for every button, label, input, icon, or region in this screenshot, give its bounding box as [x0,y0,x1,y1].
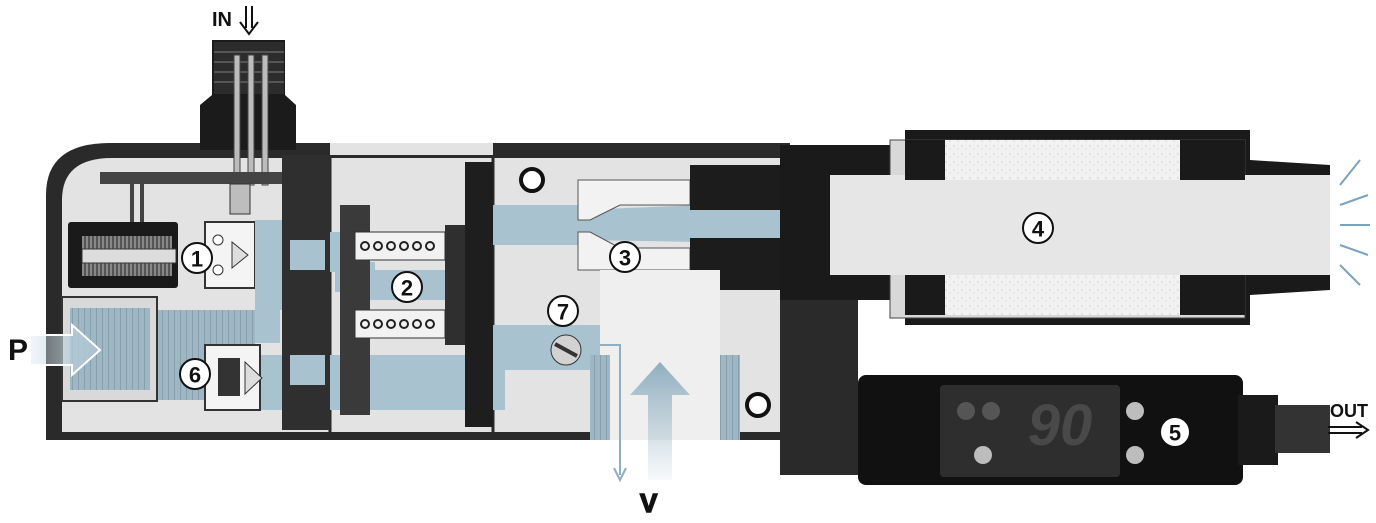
label-v: V [639,487,659,519]
output-label: OUT [1330,401,1368,421]
svg-text:6: 6 [189,363,201,388]
electrical-connector [200,40,296,186]
pressure-label: P [8,334,28,367]
svg-text:7: 7 [557,300,569,325]
arrow-right-icon [1328,421,1370,439]
exhaust-rays-icon [1339,159,1370,286]
piston-valve [340,162,493,427]
label-in: IN [212,6,259,36]
control-board [100,172,290,224]
air-flow-channels [150,205,875,410]
label-out: OUT [1328,401,1370,439]
callout-6: 6 [179,358,211,390]
svg-text:5: 5 [1169,421,1181,446]
svg-text:2: 2 [401,276,413,301]
callout-4: 4 [1022,212,1054,244]
callout-1: 1 [181,242,213,274]
arrow-right-icon [29,322,102,378]
callout-3: 3 [609,241,641,273]
inlet-label: IN [212,9,232,31]
svg-text:1: 1 [191,247,203,272]
arrow-down-icon [600,344,627,483]
label-p: P [8,322,102,378]
pressure-switch [780,300,1330,485]
arrow-down-icon [239,6,259,36]
adjustment-screw [550,334,582,366]
svg-text:4: 4 [1032,217,1045,242]
callout-5: 5 [1159,416,1191,448]
mounting-hole [745,392,771,418]
solenoid-valve [68,221,256,289]
callouts: 1 2 3 4 5 6 7 [179,212,1191,448]
mounting-hole [519,167,545,193]
valve-block [282,155,330,430]
callout-7: 7 [547,295,579,327]
check-valve [204,344,263,411]
arrow-up-icon [630,362,690,480]
svg-text:3: 3 [619,246,631,271]
callout-2: 2 [391,271,423,303]
silencer [780,130,1330,325]
display-readout: 90 [1028,393,1093,458]
vacuum-label: V [640,488,658,518]
